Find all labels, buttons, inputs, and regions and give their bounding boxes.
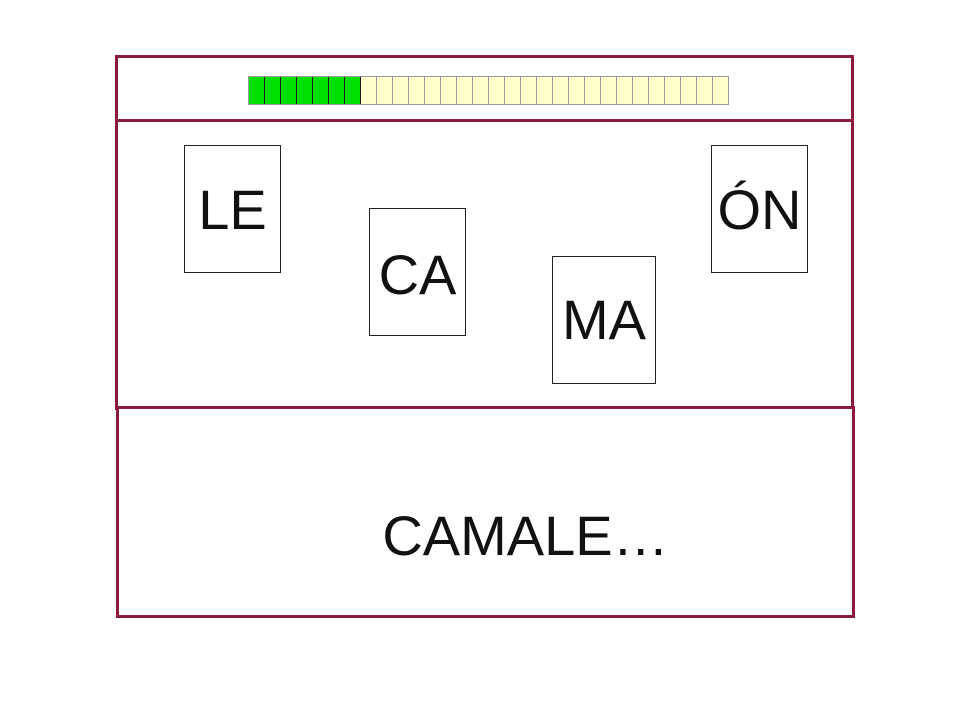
- syllable-card-le[interactable]: LE: [184, 145, 281, 273]
- syllable-label: MA: [562, 288, 646, 351]
- progress-cell-empty: [665, 77, 681, 104]
- progress-cell-empty: [473, 77, 489, 104]
- syllable-card-ma[interactable]: MA: [552, 256, 656, 384]
- progress-cell-empty: [585, 77, 601, 104]
- progress-cell-empty: [489, 77, 505, 104]
- progress-cell-empty: [649, 77, 665, 104]
- progress-cell-filled: [329, 77, 345, 104]
- progress-cell-empty: [601, 77, 617, 104]
- progress-cell-filled: [281, 77, 297, 104]
- progress-cell-empty: [393, 77, 409, 104]
- progress-cell-empty: [537, 77, 553, 104]
- progress-cell-empty: [441, 77, 457, 104]
- syllable-label: CA: [378, 243, 457, 306]
- syllable-card-on[interactable]: ÓN: [711, 145, 808, 273]
- progress-cell-filled: [249, 77, 265, 104]
- progress-cell-empty: [505, 77, 521, 104]
- progress-cell-empty: [425, 77, 441, 104]
- progress-cell-filled: [297, 77, 313, 104]
- syllable-label: ÓN: [717, 178, 802, 241]
- progress-cell-empty: [521, 77, 537, 104]
- progress-cell-empty: [713, 77, 729, 104]
- progress-cell-filled: [313, 77, 329, 104]
- progress-cell-empty: [457, 77, 473, 104]
- syllable-card-ca[interactable]: CA: [369, 208, 466, 336]
- syllable-label: LE: [198, 178, 267, 241]
- progress-cell-empty: [617, 77, 633, 104]
- progress-cell-empty: [697, 77, 713, 104]
- progress-cell-empty: [569, 77, 585, 104]
- progress-cell-empty: [377, 77, 393, 104]
- progress-cell-filled: [265, 77, 281, 104]
- progress-cell-empty: [633, 77, 649, 104]
- progress-cell-empty: [553, 77, 569, 104]
- progress-bar: [248, 76, 729, 105]
- progress-cell-filled: [345, 77, 361, 104]
- answer-panel: [116, 406, 855, 618]
- answer-word: CAMALE…: [382, 504, 669, 567]
- progress-cell-empty: [361, 77, 377, 104]
- progress-cell-empty: [681, 77, 697, 104]
- progress-cell-empty: [409, 77, 425, 104]
